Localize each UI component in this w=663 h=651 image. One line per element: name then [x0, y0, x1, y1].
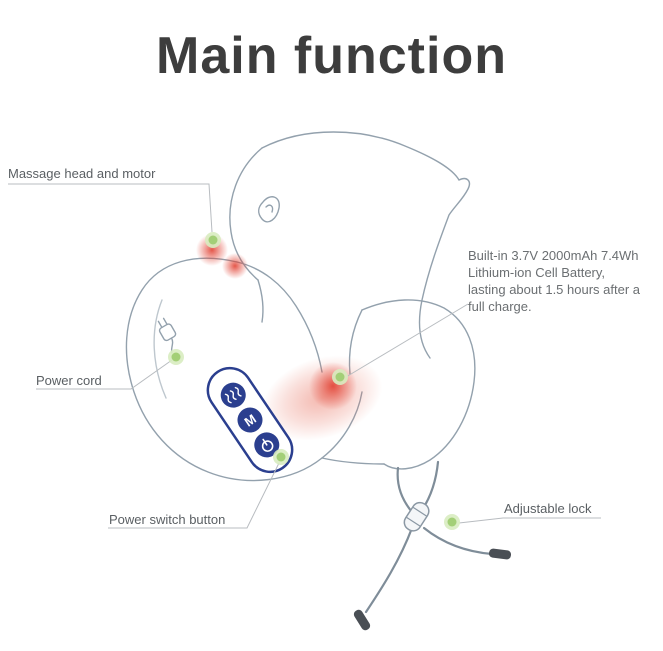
cord-end-right: [422, 526, 494, 556]
leader-battery: [345, 303, 469, 378]
pillow-bottom-join: [321, 457, 385, 465]
neck-line: [257, 279, 264, 323]
leader-massage-head: [8, 183, 213, 233]
cord-right: [420, 460, 440, 512]
control-panel: M: [206, 366, 294, 474]
massage-head-marker: [205, 232, 221, 248]
battery-marker: [332, 369, 348, 385]
mode-m-button: [237, 407, 263, 433]
pillow-right-lobe: [361, 299, 476, 470]
power-switch-marker: [273, 449, 289, 465]
adjustable-lock: [403, 501, 430, 532]
glow-small-2: [222, 253, 248, 279]
plug-tip-right: [488, 548, 512, 560]
leader-power-switch: [108, 462, 280, 529]
pillow-seam: [153, 299, 167, 399]
callout-markers: [168, 232, 460, 530]
massage-head-label: Massage head and motor: [8, 166, 156, 181]
adjustable-lock-marker: [444, 514, 460, 530]
adjustable-lock-label: Adjustable lock: [504, 501, 592, 516]
power-cord-plug-icon: [157, 317, 177, 354]
cord-end-left: [364, 526, 414, 614]
power-cord-label: Power cord: [36, 373, 102, 388]
cords: [364, 460, 494, 614]
power-switch-label: Power switch button: [109, 512, 226, 527]
cord-left: [396, 466, 414, 514]
power-cord-marker: [168, 349, 184, 365]
battery-label: Built-in 3.7V 2000mAh 7.4Wh Lithium-ion …: [468, 248, 641, 314]
pillow-inner-edge: [236, 261, 323, 373]
ear-icon: [258, 196, 280, 223]
plug-tips: [353, 548, 512, 631]
power-icon: [261, 438, 274, 452]
face-outline: [261, 131, 471, 359]
glow-large-core: [309, 362, 357, 410]
page-title: Main function: [156, 27, 507, 85]
plug-tip-left: [353, 609, 371, 631]
leader-power-cord: [36, 359, 173, 390]
leader-adjustable-lock: [458, 517, 601, 524]
massage-waves-icon: [224, 386, 242, 404]
leader-lines: [8, 183, 601, 529]
